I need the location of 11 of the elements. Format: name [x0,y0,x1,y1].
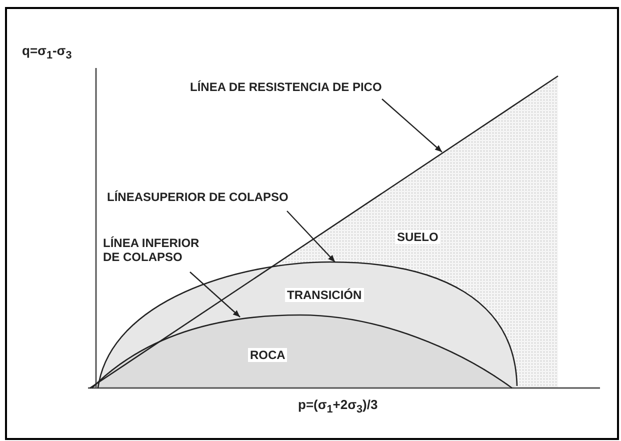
leader-line [286,210,336,262]
leader-line [382,98,442,152]
region-label: SUELO [395,230,440,244]
axis-label: q=σ$_{1}$-σ$_{3}$ [22,44,72,63]
region-label: TRANSICIÓN [285,288,364,302]
leader-line [190,272,240,318]
curve-label: LÍNEA INFERIOR DE COLAPSO [103,236,215,264]
curve-label: LÍNEASUPERIOR DE COLAPSO [107,190,367,204]
region-label: ROCA [248,348,288,362]
axis-label: p=(σ$_{1}$+2σ$_{3}$)/3 [298,398,378,417]
curve-label: LÍNEA DE RESISTENCIA DE PICO [190,80,470,94]
